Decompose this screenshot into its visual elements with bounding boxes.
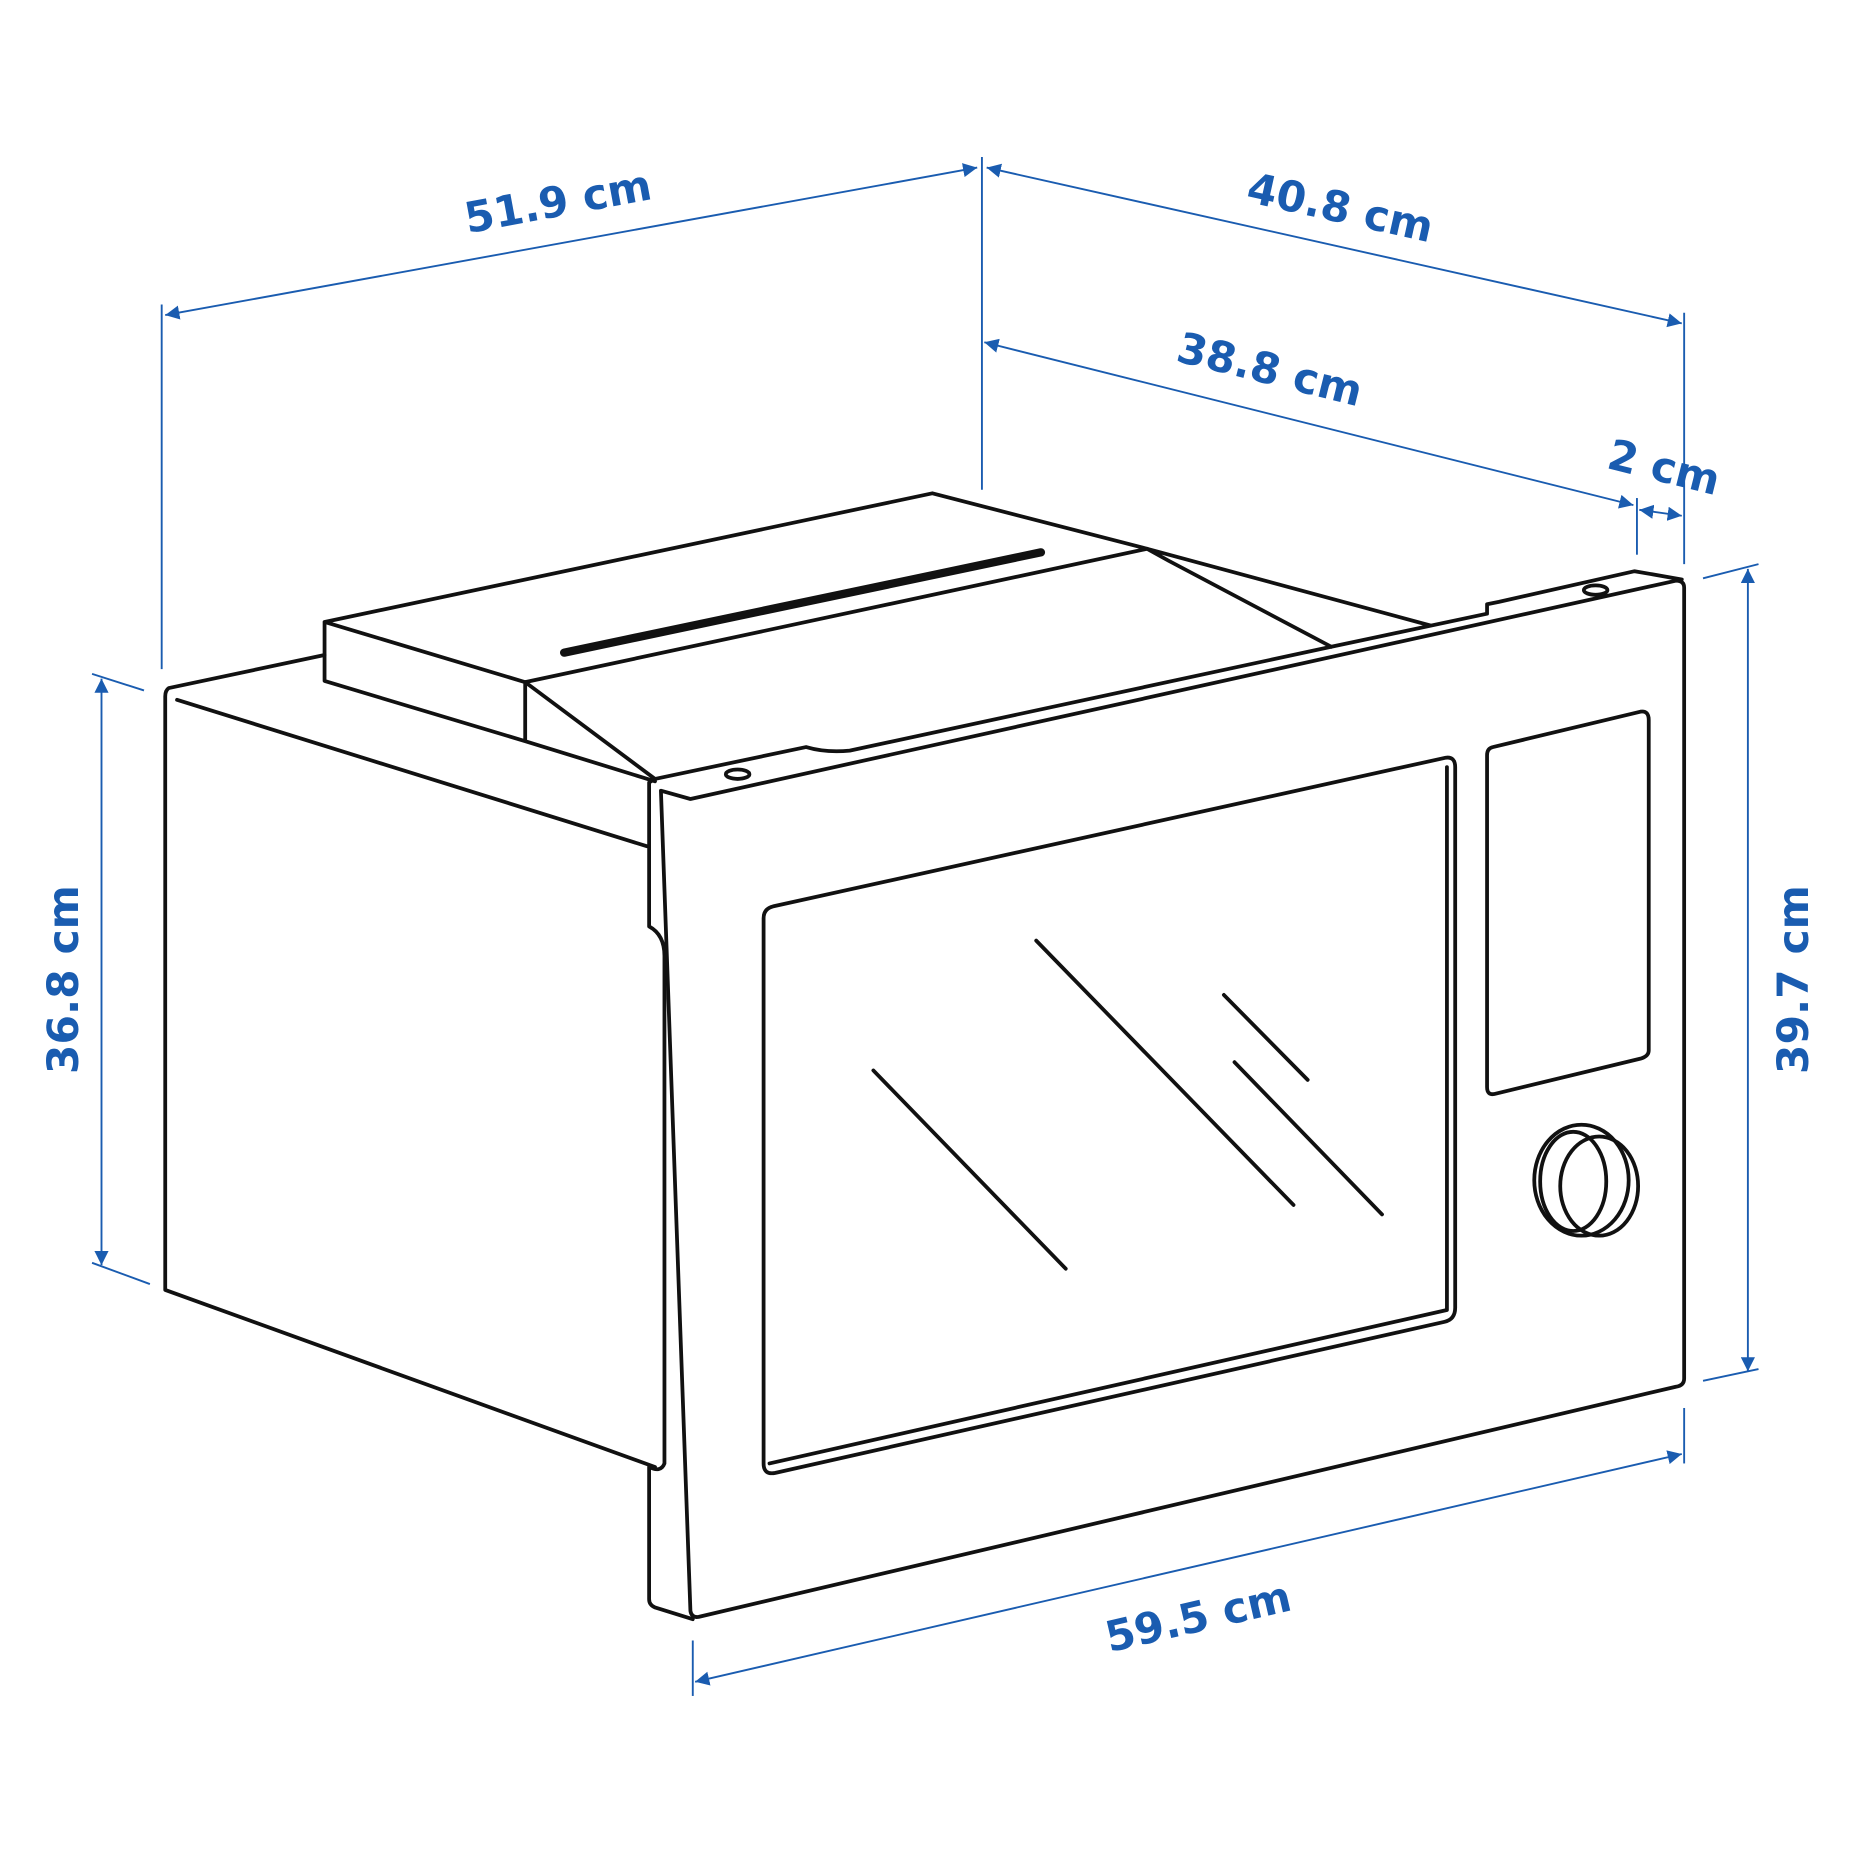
front-panel [659, 578, 1687, 1619]
door-window-inner [767, 765, 1449, 1466]
control-display [1485, 709, 1651, 1097]
dim-arrow-total-depth [165, 163, 978, 320]
side-body [163, 653, 657, 1469]
ext-tick-body-bottom [91, 1261, 151, 1285]
dim-arrow-depth-top [986, 163, 1682, 328]
vent-slot [560, 548, 1046, 657]
ext-tick-front-bottom [1702, 1368, 1759, 1382]
control-knob [1532, 1122, 1641, 1238]
dim-arrow-front-width [694, 1450, 1683, 1686]
side-inner-edge [175, 697, 649, 849]
microwave-drawing [163, 491, 1687, 1622]
label-depth-top: 40.8 cm [1243, 164, 1438, 253]
label-body-height: 36.8 cm [40, 885, 89, 1074]
front-flange [647, 777, 695, 1622]
ext-tick-front-top [1702, 563, 1759, 580]
top-front-edge [653, 569, 1684, 781]
door-window [761, 755, 1458, 1476]
dim-arrow-panel-depth [1639, 504, 1682, 521]
label-depth-body: 38.8 cm [1172, 324, 1367, 417]
dim-arrow-depth-body [984, 338, 1634, 509]
dimension-lines: 51.9 cm 40.8 cm 38.8 cm 2 cm 36.8 cm 39.… [40, 156, 1819, 1696]
top-box [322, 491, 1150, 784]
top-back-edges [1145, 546, 1433, 649]
label-front-width: 59.5 cm [1101, 1573, 1296, 1663]
mount-hole-left [723, 767, 752, 781]
label-front-height: 39.7 cm [1770, 885, 1819, 1074]
glass-reflection [871, 938, 1384, 1271]
label-panel-depth: 2 cm [1603, 431, 1725, 506]
ext-tick-body-top [91, 672, 145, 692]
mount-hole-right [1581, 583, 1610, 597]
